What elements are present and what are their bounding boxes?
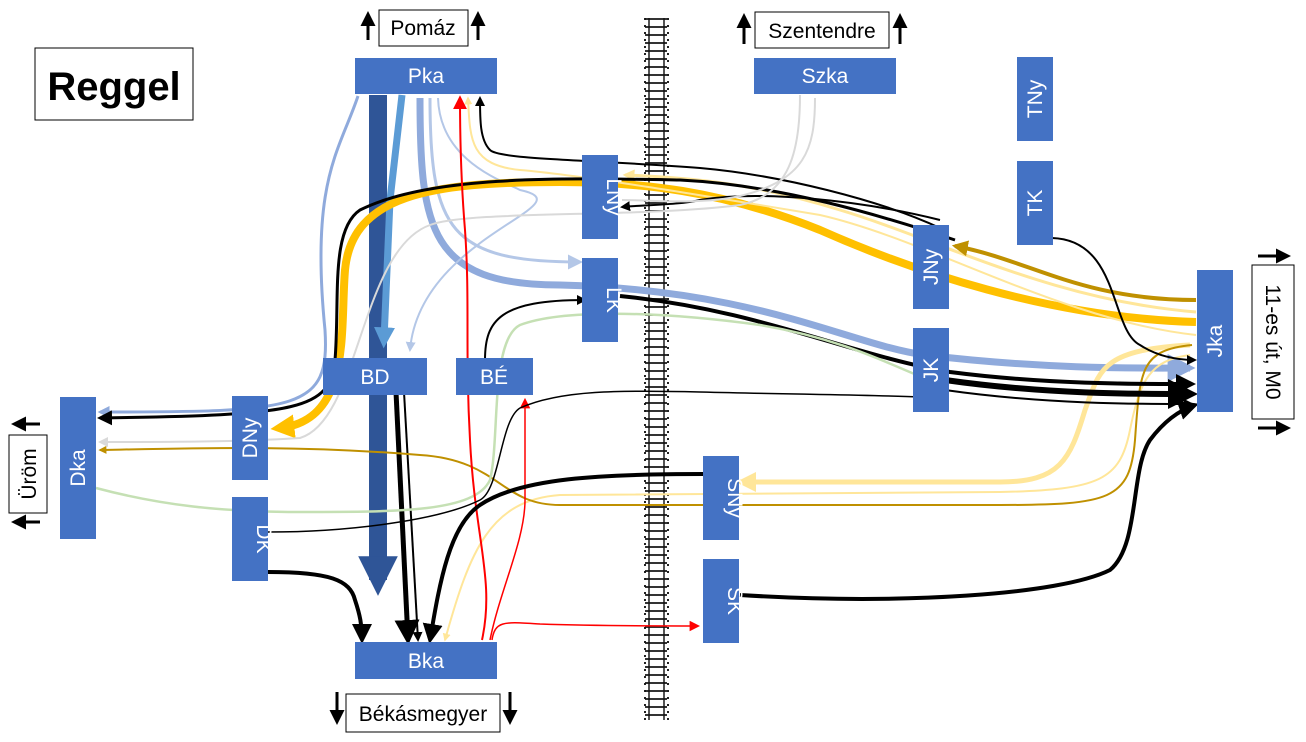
- flow-bka-be: [489, 397, 531, 641]
- bekasmegyer-label: Békásmegyer: [359, 703, 487, 726]
- node-lny: LNy: [582, 155, 625, 239]
- node-sk: SK: [703, 559, 746, 643]
- flow-sny-bka: [422, 472, 705, 644]
- node-pka-label: Pka: [408, 65, 445, 88]
- flow-bka-sk: [491, 620, 701, 641]
- node-dny: DNy: [232, 396, 268, 480]
- node-bd: BD: [323, 358, 427, 395]
- flow-pka-lk: [428, 97, 583, 270]
- node-dka-label: Dka: [67, 449, 90, 487]
- destination-11-es-ut: 11-es út, M0: [1251, 248, 1295, 436]
- flow-dk-bka: [267, 570, 372, 644]
- flow-pka-bd-2: [405, 97, 538, 352]
- node-jny: JNy: [913, 225, 949, 309]
- destination-urom: Üröm: [8, 416, 48, 530]
- flow-bd-bka-2: [403, 391, 423, 642]
- flow-jka-dka: [98, 344, 1193, 506]
- destination-pomaz: Pomáz: [360, 9, 486, 47]
- node-sk-label: SK: [723, 587, 746, 615]
- node-jny-label: JNy: [920, 248, 943, 285]
- node-tny: TNy: [1017, 57, 1053, 141]
- node-bka: Bka: [355, 642, 497, 679]
- node-tk-label: TK: [1024, 190, 1047, 217]
- node-sny: SNy: [703, 456, 746, 540]
- node-tk: TK: [1017, 161, 1053, 245]
- urom-label: Üröm: [18, 448, 41, 499]
- node-pka: Pka: [355, 58, 497, 94]
- node-jk-label: JK: [920, 358, 943, 383]
- flow-jny-dka: [97, 177, 956, 426]
- node-lny-label: LNy: [602, 178, 625, 216]
- flow-jka-jny: [951, 240, 1197, 302]
- title-box: Reggel: [34, 47, 194, 121]
- flow-jka-sny: [736, 342, 1191, 492]
- flow-pka-dka: [97, 95, 360, 418]
- node-jk: JK: [913, 328, 949, 412]
- node-jka: Jka: [1197, 270, 1233, 412]
- flow-bd-bka: [393, 391, 420, 645]
- pomaz-label: Pomáz: [390, 17, 455, 40]
- flow-jk-jka: [944, 389, 1194, 410]
- szentendre-label: Szentendre: [768, 20, 875, 43]
- node-lk-label: LK: [602, 287, 625, 313]
- flow-jka-dny: [270, 177, 1197, 439]
- ut11-label: 11-es út, M0: [1261, 284, 1284, 399]
- flow-jka-pka: [464, 96, 1197, 336]
- node-bka-label: Bka: [408, 650, 445, 673]
- page-title: Reggel: [47, 65, 180, 109]
- flow-bka-pka: [453, 95, 488, 641]
- node-be-label: BÉ: [480, 366, 508, 389]
- node-dk-label: DK: [252, 524, 275, 553]
- flow-tk-jka: [1051, 237, 1197, 365]
- railway-track-icon: [644, 18, 669, 720]
- node-bd-label: BD: [360, 366, 389, 389]
- node-dny-label: DNy: [239, 417, 262, 458]
- node-jka-label: Jka: [1204, 324, 1227, 357]
- flow-szka-lny: [621, 97, 816, 203]
- flow-pka-jk: [416, 97, 1196, 383]
- flow-lk-jka-2: [944, 377, 1198, 410]
- destination-bekasmegyer: Békásmegyer: [329, 692, 518, 733]
- node-be: BÉ: [456, 358, 533, 395]
- node-dk: DK: [232, 497, 275, 581]
- node-sny-label: SNy: [723, 478, 746, 518]
- node-dka: Dka: [60, 397, 96, 539]
- flow-be-lk: [484, 295, 587, 361]
- node-lk: LK: [582, 258, 625, 342]
- node-szka-label: Szka: [802, 65, 849, 88]
- node-tny-label: TNy: [1024, 79, 1047, 118]
- flow-dk-jk: [267, 390, 941, 533]
- flow-sk-jka: [739, 400, 1199, 601]
- flow-jny-pka: [475, 96, 941, 229]
- destination-szentendre: Szentendre: [736, 11, 908, 49]
- flow-pka-bd: [374, 94, 406, 349]
- node-szka: Szka: [754, 58, 896, 94]
